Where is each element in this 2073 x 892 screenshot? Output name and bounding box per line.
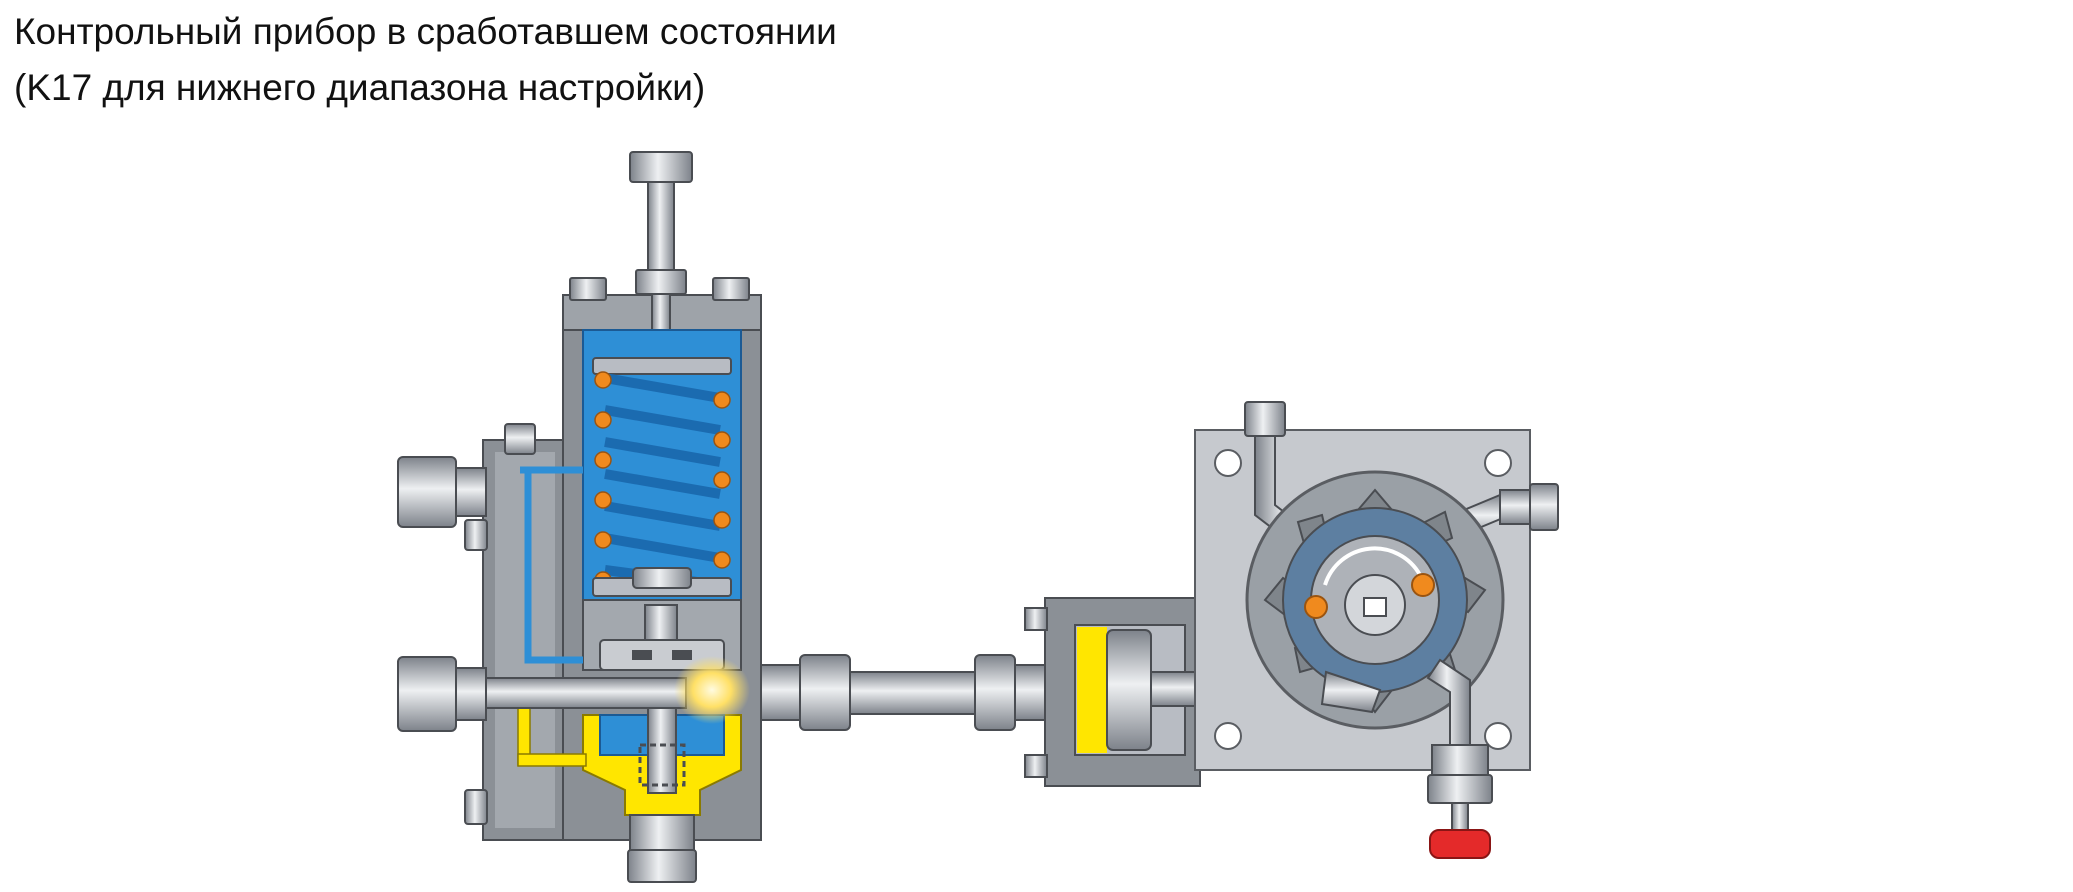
right-connector-nut xyxy=(799,654,851,731)
control-line xyxy=(520,466,583,664)
connecting-pipe xyxy=(849,671,981,715)
linkage-arm xyxy=(1320,670,1382,714)
through-pipe xyxy=(485,677,687,709)
oil-inlet-bottom xyxy=(517,753,587,767)
adjust-screw-rod xyxy=(647,181,675,278)
bottom-fitting xyxy=(629,814,695,851)
trip-stem xyxy=(1451,802,1469,834)
rotary-valve-mechanism xyxy=(1194,401,1559,859)
right-vent-body xyxy=(1499,489,1531,525)
trip-body xyxy=(1431,744,1489,776)
spring-piston-boss xyxy=(632,567,692,589)
pressure-switch-assembly xyxy=(397,151,851,883)
middle-connector-body xyxy=(455,667,487,721)
cylinder-piston xyxy=(1106,629,1152,751)
actuator-cylinder xyxy=(974,597,1327,787)
diagram-title: Контрольный прибор в сработавшем состоян… xyxy=(14,4,837,116)
valve-disk-slot-2 xyxy=(672,650,692,660)
adjust-screw-head xyxy=(629,151,693,183)
rotation-arrow xyxy=(1323,546,1422,586)
side-bolt-lower xyxy=(464,519,488,551)
piston-stem xyxy=(644,604,678,646)
rotor-ball-left xyxy=(1304,595,1328,619)
right-vent-nut xyxy=(1529,483,1559,531)
trip-nut xyxy=(1427,774,1493,804)
mount-hole-tl xyxy=(1214,449,1242,477)
trip-knob xyxy=(1429,829,1491,859)
bottom-nut xyxy=(627,849,697,883)
mount-hole-bl xyxy=(1214,722,1242,750)
cylinder-inlet-body xyxy=(1014,664,1046,721)
cylinder-bolt-2 xyxy=(1024,754,1048,778)
upper-connector-body xyxy=(455,467,487,517)
spring-upper-plate xyxy=(592,357,732,375)
top-vent-nut xyxy=(1244,401,1286,437)
lower-valve-spring xyxy=(638,743,686,787)
valve-disk-slot xyxy=(632,650,652,660)
side-bolt-top xyxy=(504,423,536,455)
title-line-2: (K17 для нижнего диапазона настройки) xyxy=(14,67,706,108)
upper-connector-nut xyxy=(397,456,457,528)
cylinder-inlet-nut xyxy=(974,654,1016,731)
title-line-1: Контрольный прибор в сработавшем состоян… xyxy=(14,11,837,52)
side-bolt-bottom xyxy=(464,789,488,825)
lower-valve-stem xyxy=(647,707,677,794)
adjust-screw-nut xyxy=(635,269,687,295)
mount-hole-tr xyxy=(1484,449,1512,477)
cylinder-bolt-1 xyxy=(1024,607,1048,631)
middle-connector-nut xyxy=(397,656,457,732)
compression-spring xyxy=(604,373,721,590)
right-connector-body xyxy=(760,664,802,721)
cap-bolt-right xyxy=(712,277,750,301)
rotor-ball-right xyxy=(1411,573,1435,597)
cap-bolt-left xyxy=(569,277,607,301)
mount-hole-br xyxy=(1484,722,1512,750)
cylinder-oil xyxy=(1077,627,1107,753)
pressure-release-flash xyxy=(674,656,750,724)
rotor-key xyxy=(1363,597,1387,617)
